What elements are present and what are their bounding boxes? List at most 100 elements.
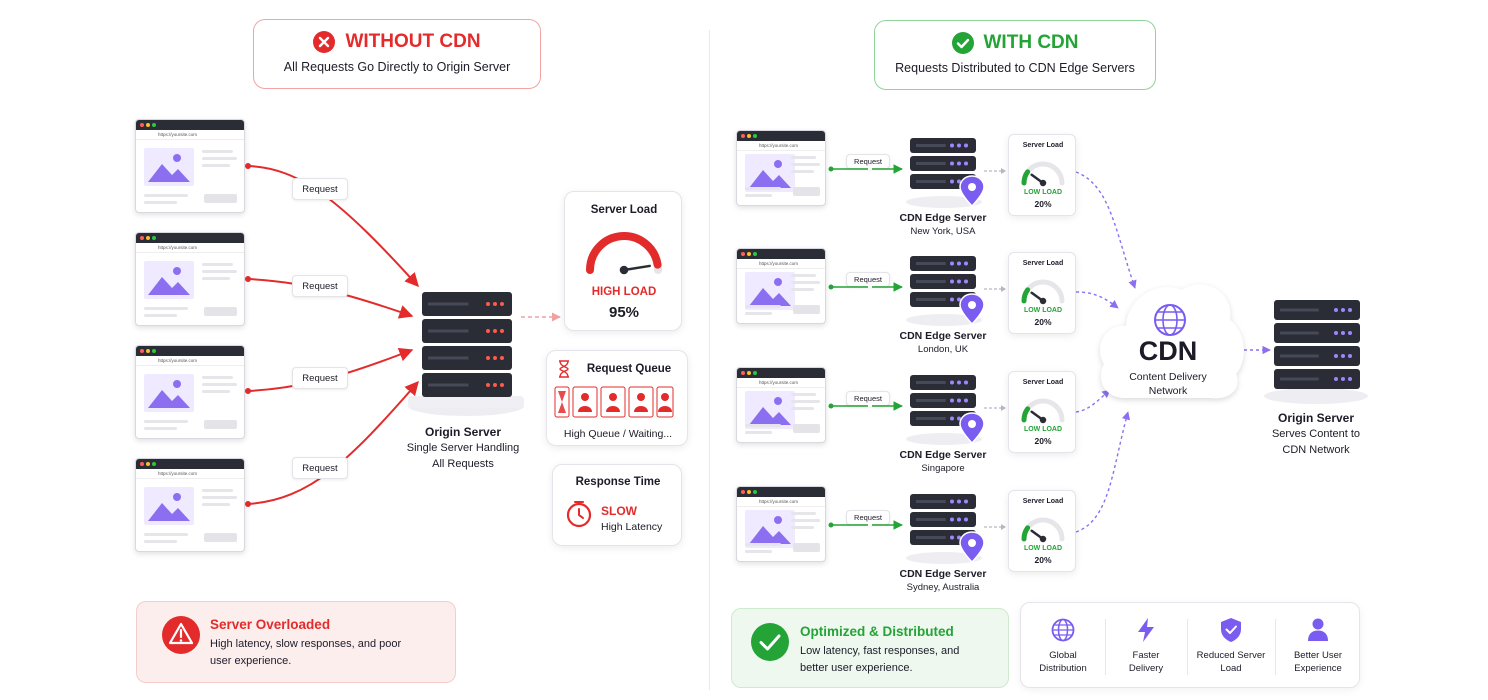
left-server-load-card: Server Load HIGH LOAD 95% <box>564 191 682 331</box>
edge-2-load-arrow <box>984 286 1006 292</box>
with-cdn-subtitle: Requests Distributed to CDN Edge Servers <box>895 61 1135 75</box>
globe-icon <box>1051 618 1075 642</box>
right-origin-server-icon <box>1264 300 1368 404</box>
check-icon <box>951 32 974 54</box>
edge-3-location: Singapore <box>921 463 965 474</box>
benefit-1-line-1: Global <box>1049 650 1077 661</box>
high-load-gauge <box>586 232 662 275</box>
hourglass-icon <box>559 360 569 378</box>
edge-4-url: https://yoursite.com <box>737 497 825 507</box>
without-cdn-title: WITHOUT CDN <box>345 31 481 52</box>
left-origin-desc-1: Single Server Handling <box>406 442 520 454</box>
edge-2-location: London, UK <box>917 344 969 355</box>
edge-1-load-title: Server Load <box>1022 142 1064 149</box>
left-request-tag-4: Request <box>292 457 348 479</box>
left-2-url: https://yoursite.com <box>136 243 244 253</box>
gauge-fill <box>586 232 662 274</box>
cdn-cloud <box>1100 284 1244 399</box>
edge-1-load-arrow <box>984 168 1006 174</box>
image-placeholder-icon <box>144 148 194 186</box>
error-x-icon <box>313 31 336 53</box>
location-pin-icon <box>959 412 985 445</box>
left-request-tag-2: Request <box>292 275 348 297</box>
image-placeholder-icon <box>144 487 194 525</box>
optimized-line-1: Low latency, fast responses, and <box>800 645 960 657</box>
edge-3-load-card: Server Load LOW LOAD 20% <box>1008 371 1076 453</box>
edge-4-browser: https://yoursite.com <box>736 486 826 562</box>
edge-2-load-card: Server Load LOW LOAD 20% <box>1008 252 1076 334</box>
server-overloaded-line-2: user experience. <box>210 655 292 667</box>
server-overloaded-line-1: High latency, slow responses, and poor <box>210 638 402 650</box>
image-placeholder-icon <box>745 391 795 429</box>
success-check-icon <box>751 623 789 661</box>
image-placeholder-icon <box>745 154 795 192</box>
gauge-fill <box>1021 169 1031 186</box>
gauge-fill <box>1021 525 1031 542</box>
edge-4-load-value: 20% <box>1034 555 1052 565</box>
edge-1-name: CDN Edge Server <box>899 212 987 224</box>
edge-1-request-arrow <box>828 164 903 174</box>
left-1-browser: https://yoursite.com <box>135 119 245 213</box>
edge-2-name: CDN Edge Server <box>899 330 987 342</box>
left-origin-title: Origin Server <box>424 425 502 439</box>
optimized-banner: Optimized & Distributed Low latency, fas… <box>731 608 1009 688</box>
shield-icon <box>1221 618 1241 642</box>
response-time-desc: High Latency <box>601 521 663 533</box>
queue-people-row <box>554 386 674 418</box>
edge-4-request-arrow <box>828 520 903 530</box>
edge-3-load-status: LOW LOAD <box>1023 426 1063 433</box>
response-time-status: SLOW <box>601 504 637 518</box>
image-placeholder-icon <box>745 272 795 310</box>
edge-2-load-value: 20% <box>1034 317 1052 327</box>
image-placeholder-icon <box>745 510 795 548</box>
queued-user-icons <box>572 386 674 418</box>
response-time-card: Response Time SLOW High Latency <box>552 464 682 546</box>
gauge-needle <box>622 264 651 272</box>
edge-4-load-title: Server Load <box>1022 498 1064 505</box>
edge-3-load-arrow <box>984 405 1006 411</box>
edge-1-load-value: 20% <box>1034 199 1052 209</box>
edge-1-load-card: Server Load LOW LOAD 20% <box>1008 134 1076 216</box>
left-2-browser: https://yoursite.com <box>135 232 245 326</box>
right-origin-desc-2: CDN Network <box>1282 444 1350 456</box>
left-request-tag-3: Request <box>292 367 348 389</box>
edge-2-browser: https://yoursite.com <box>736 248 826 324</box>
request-queue-status: High Queue / Waiting... <box>563 428 673 440</box>
edge-1-load-status: LOW LOAD <box>1023 189 1063 196</box>
request-queue-card: Request Queue High Queue / Waiting... <box>546 350 688 446</box>
cdn-desc-1: Content Delivery <box>1129 371 1207 383</box>
benefit-3-line-1: Reduced Server <box>1196 650 1266 661</box>
left-1-url: https://yoursite.com <box>136 130 244 140</box>
edge-3-request-arrow <box>828 401 903 411</box>
edge-2-url: https://yoursite.com <box>737 259 825 269</box>
edge-3-load-title: Server Load <box>1022 379 1064 386</box>
low-load-gauge <box>1021 398 1065 424</box>
optimized-title: Optimized & Distributed <box>800 624 954 639</box>
left-request-tag-1: Request <box>292 178 348 200</box>
clock-icon <box>566 501 592 528</box>
benefits-strip: Global Distribution Faster Delivery Redu… <box>1020 602 1360 688</box>
user-icon <box>1308 618 1328 641</box>
cdn-desc-2: Network <box>1148 385 1188 397</box>
cdn-label: CDN <box>1138 336 1198 366</box>
edge-1-location: New York, USA <box>910 226 976 237</box>
edge-2-load-title: Server Load <box>1022 260 1064 267</box>
benefit-4-line-1: Better User <box>1293 650 1343 661</box>
edge-4-load-arrow <box>984 524 1006 530</box>
warning-icon <box>162 616 200 654</box>
left-4-url: https://yoursite.com <box>136 469 244 479</box>
gauge-fill <box>1021 287 1031 304</box>
edge-1-url: https://yoursite.com <box>737 141 825 151</box>
left-origin-desc-2: All Requests <box>432 458 494 470</box>
without-cdn-title-box: WITHOUT CDN All Requests Go Directly to … <box>253 19 541 89</box>
left-3-url: https://yoursite.com <box>136 356 244 366</box>
low-load-gauge <box>1021 161 1065 187</box>
edge-1-browser: https://yoursite.com <box>736 130 826 206</box>
location-pin-icon <box>959 531 985 564</box>
left-4-browser: https://yoursite.com <box>135 458 245 552</box>
benefit-1-line-2: Distribution <box>1039 663 1087 674</box>
edge-2-server-icon <box>906 256 985 326</box>
image-placeholder-icon <box>144 374 194 412</box>
right-origin-desc-1: Serves Content to <box>1271 428 1361 440</box>
